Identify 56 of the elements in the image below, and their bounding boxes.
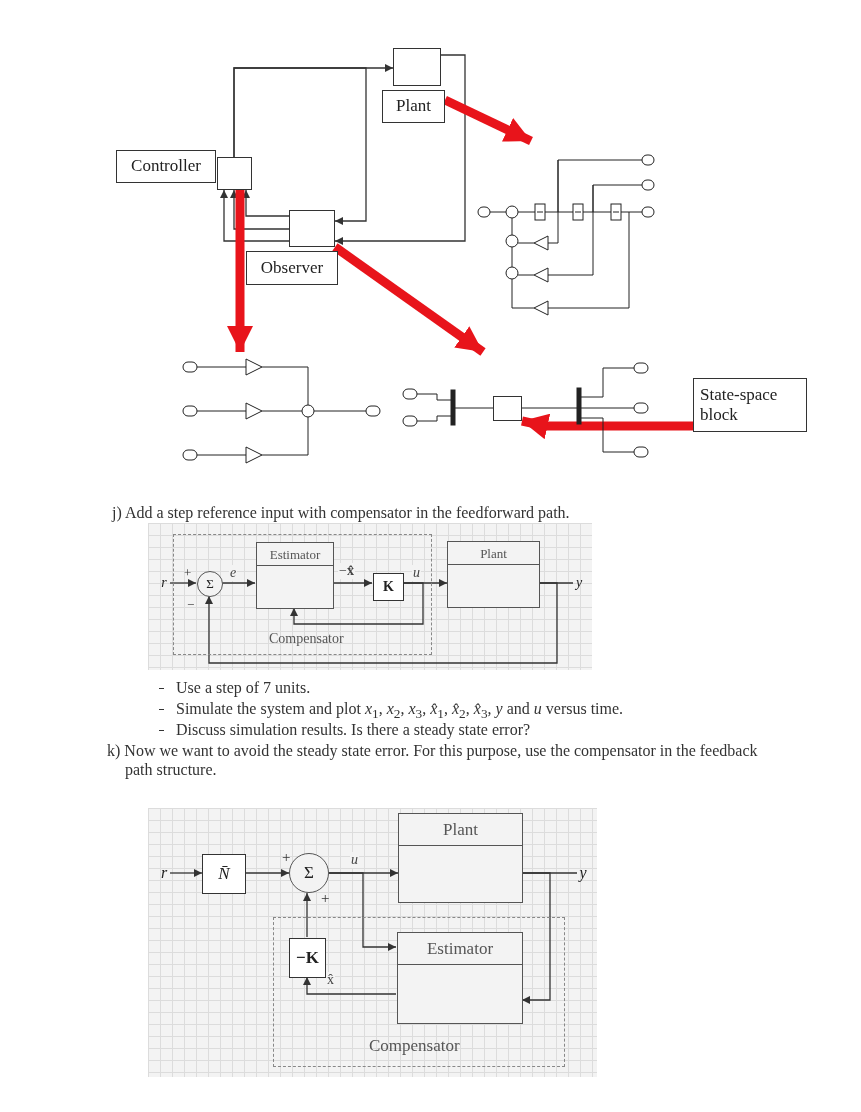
signal-label: r xyxy=(158,573,170,593)
arrow xyxy=(169,869,203,877)
arrow xyxy=(227,190,253,352)
label-box: State-space block xyxy=(693,378,807,432)
gain-block: −K xyxy=(289,938,326,978)
signal-label: y xyxy=(577,863,589,883)
label-box: Controller xyxy=(116,150,216,183)
plant-block: Plant xyxy=(447,541,540,608)
arrow xyxy=(233,67,367,225)
bullet-text: Simulate the system and plot x$_{1}$, x$_{2}$, x$_{3}$, x̂$_{1}$, x̂$_{2}$, x̂$_{3}$, y and u versus time. xyxy=(176,699,625,723)
arrow xyxy=(230,189,290,230)
bullet-text: Discuss simulation results. Is there a steady state error? xyxy=(176,720,532,739)
gain-block: K xyxy=(373,573,404,601)
edge-label: x̂ xyxy=(326,972,335,988)
arrow xyxy=(242,189,290,217)
arrow xyxy=(334,54,466,245)
arrow xyxy=(169,579,197,587)
arrow xyxy=(443,95,533,146)
dashed-group-outline xyxy=(173,534,432,655)
subsystem-block xyxy=(289,210,335,247)
edge-label: −x̂ xyxy=(338,563,355,579)
sign-label: + xyxy=(184,564,192,582)
arrow xyxy=(290,582,424,625)
signal-label: y xyxy=(573,573,585,593)
edge-label: e xyxy=(229,565,238,581)
group-title: Compensator xyxy=(269,631,344,647)
arrow xyxy=(328,872,397,951)
dashed-group-outline xyxy=(273,917,565,1067)
plant-block: Plant xyxy=(398,813,523,903)
label-box: Observer xyxy=(246,251,338,285)
arrow xyxy=(245,869,290,877)
edge-label: u xyxy=(412,565,421,581)
bullet-text: Use a step of 7 units. xyxy=(176,678,312,697)
sign-label: − xyxy=(187,596,195,614)
arrow xyxy=(303,892,311,938)
edge-label: u xyxy=(350,852,359,868)
arrow xyxy=(303,976,397,995)
arrow xyxy=(205,582,558,664)
estimator-block: Estimator xyxy=(256,542,334,609)
arrow xyxy=(221,579,256,587)
arrow xyxy=(220,189,290,242)
gain-block: N̄ xyxy=(202,854,246,894)
label-box: Plant xyxy=(382,90,445,123)
arrow xyxy=(521,872,551,1004)
subsystem-block xyxy=(217,157,252,190)
question-text: j) Add a step reference input with compensator in the feedforward path. xyxy=(112,503,571,522)
arrow xyxy=(332,243,486,356)
question-text: k) Now we want to avoid the steady state error. For this purpose, use the compensator in the feedback path structure. xyxy=(107,741,759,779)
subsystem-block xyxy=(393,48,441,86)
state-space-block xyxy=(493,396,522,421)
arrow xyxy=(332,579,373,587)
group-title: Compensator xyxy=(369,1036,460,1056)
sign-label: + xyxy=(282,848,291,867)
signal-label: r xyxy=(158,863,170,883)
estimator-block: Estimator xyxy=(397,932,523,1024)
arrow xyxy=(521,413,693,440)
